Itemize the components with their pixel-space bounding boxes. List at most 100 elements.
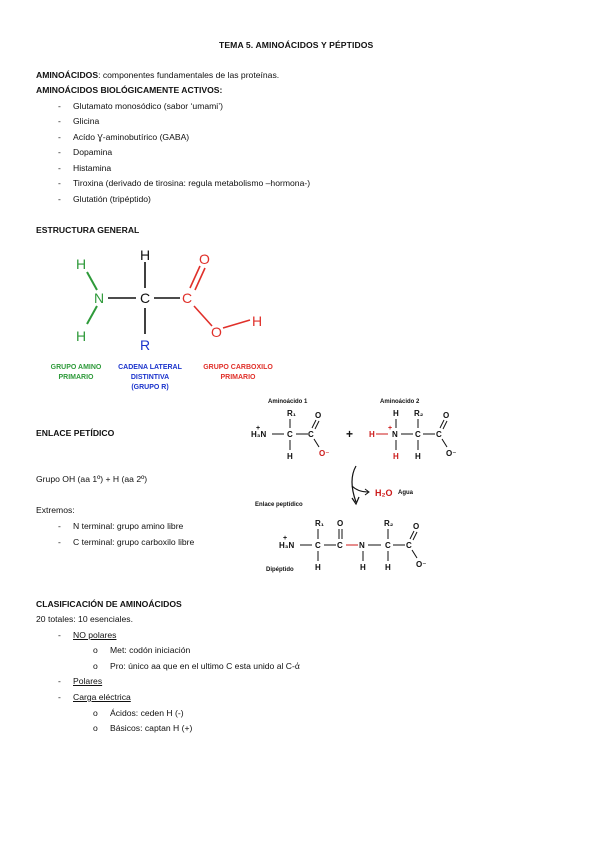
- o-minus: O⁻: [446, 449, 456, 458]
- bullet: o: [93, 723, 98, 733]
- list-dash: -: [58, 163, 61, 173]
- atom-h: H: [360, 563, 366, 572]
- enlace-text: Grupo OH (aa 1º) + H (aa 2º): [36, 474, 148, 484]
- h2o: H₂O: [375, 488, 393, 498]
- label-amino-2: PRIMARIO: [59, 374, 95, 381]
- atom-o: O: [337, 519, 343, 528]
- sub-item: Met: codón iniciación: [110, 645, 191, 655]
- list-dash: -: [58, 194, 61, 204]
- label-amino-1: GRUPO AMINO: [51, 364, 102, 371]
- r1: R₁: [315, 519, 325, 528]
- dipeptido-label: Dipéptido: [266, 567, 294, 573]
- extremos-label: Extremos:: [36, 505, 75, 515]
- list-item-polares: Polares: [73, 676, 103, 686]
- r2: R₂: [384, 519, 394, 528]
- list-item-carga: Carga eléctrica: [73, 692, 131, 702]
- clasif-sub: 20 totales: 10 esenciales.: [36, 614, 133, 624]
- atom-c: C: [385, 541, 391, 550]
- list-dash: -: [58, 537, 61, 547]
- atom-h: H: [252, 313, 262, 329]
- bullet: o: [93, 661, 98, 671]
- list-item: Acído Ɣ-aminobutírico (GABA): [73, 132, 190, 142]
- list-dash: -: [58, 132, 61, 142]
- plus-charge: +: [283, 535, 287, 542]
- list-dash: -: [58, 101, 61, 111]
- list-dash: -: [58, 630, 61, 640]
- page-title: TEMA 5. AMINOÁCIDOS Y PÉPTIDOS: [219, 40, 374, 50]
- label-cadena-1: CADENA LATERAL: [118, 364, 182, 371]
- o-minus: O⁻: [416, 560, 426, 569]
- atom-h: H: [287, 452, 293, 461]
- atom-o: O: [315, 411, 321, 420]
- atom-n: N: [392, 430, 398, 439]
- atom-h: H: [415, 452, 421, 461]
- atom-h: H: [76, 256, 86, 272]
- atom-c-carboxyl: C: [182, 290, 192, 306]
- bullet: o: [93, 645, 98, 655]
- atom-n: N: [359, 541, 365, 550]
- list-dash: -: [58, 116, 61, 126]
- list-item: Glutamato monosódico (sabor ‘umami’): [73, 101, 223, 111]
- atom-c: C: [287, 430, 293, 439]
- r2: R₂: [414, 409, 424, 418]
- sub-item: Básicos: captan H (+): [110, 723, 193, 733]
- r1: R₁: [287, 409, 297, 418]
- h3n: H₃N: [279, 541, 294, 550]
- list-item: Tiroxina (derivado de tirosina: regula m…: [73, 178, 311, 188]
- atom-o: O: [199, 251, 210, 267]
- peptide-bond-diagram: Aminoácido 1 R₁ + H₃N C H C O O⁻ + Amino…: [251, 399, 456, 573]
- definition-line: AMINOÁCIDOS: componentes fundamentales d…: [36, 70, 279, 81]
- plus-charge: +: [388, 425, 392, 432]
- clasif-heading: CLASIFICACIÓN DE AMINOÁCIDOS: [36, 599, 182, 609]
- plus-sign: +: [346, 427, 353, 441]
- atom-h: H: [393, 409, 399, 418]
- atom-o: O: [413, 522, 419, 531]
- agua: Agua: [398, 490, 414, 496]
- o-minus: O⁻: [319, 449, 329, 458]
- label-carboxilo-2: PRIMARIO: [221, 374, 257, 381]
- list-item: Dopamina: [73, 147, 113, 157]
- atom-h-red: H: [369, 430, 375, 439]
- definition-term: AMINOÁCIDOS: [36, 70, 99, 80]
- list-item: N terminal: grupo amino libre: [73, 521, 184, 531]
- sub-item: Pro: único aa que en el ultimo C esta un…: [110, 661, 300, 671]
- list-dash: -: [58, 178, 61, 188]
- label-cadena-2: DISTINTIVA: [131, 374, 169, 381]
- atom-c: C: [308, 430, 314, 439]
- label-cadena-3: (GRUPO R): [131, 384, 168, 391]
- list-dash: -: [58, 521, 61, 531]
- sub-item: Ácidos: ceden H (-): [110, 708, 184, 718]
- definition-text: : componentes fundamentales de las prote…: [98, 70, 280, 80]
- aa2-label: Aminoácido 2: [380, 399, 420, 405]
- list-item: Glicina: [73, 116, 100, 126]
- atom-h: H: [76, 328, 86, 344]
- list-item: C terminal: grupo carboxilo libre: [73, 537, 195, 547]
- plus-charge: +: [256, 425, 260, 432]
- atom-o: O: [443, 411, 449, 420]
- bio-heading: AMINOÁCIDOS BIOLÓGICAMENTE ACTIVOS:: [36, 85, 223, 95]
- atom-c: C: [406, 541, 412, 550]
- atom-c: C: [415, 430, 421, 439]
- atom-c-alpha: C: [140, 290, 150, 306]
- aa1-label: Aminoácido 1: [268, 399, 308, 405]
- atom-h: H: [140, 247, 150, 263]
- atom-r: R: [140, 337, 150, 353]
- atom-o: O: [211, 324, 222, 340]
- list-dash: -: [58, 692, 61, 702]
- atom-c: C: [337, 541, 343, 550]
- h3n: H₃N: [251, 430, 266, 439]
- atom-n: N: [94, 290, 104, 306]
- enlace-heading: ENLACE PETÍDICO: [36, 428, 115, 438]
- atom-c: C: [436, 430, 442, 439]
- amino-acid-structure: H N H H C R C O O H GRUPO AMINO PRIMARIO…: [51, 247, 274, 391]
- list-dash: -: [58, 676, 61, 686]
- list-dash: -: [58, 147, 61, 157]
- enlace-label: Enlace peptídico: [255, 502, 303, 508]
- list-item-no-polares: NO polares: [73, 630, 117, 640]
- list-item: Glutatión (tripéptido): [73, 194, 151, 204]
- bullet: o: [93, 708, 98, 718]
- label-carboxilo-1: GRUPO CARBOXILO: [203, 364, 273, 371]
- struct-heading: ESTRUCTURA GENERAL: [36, 225, 140, 235]
- atom-h: H: [385, 563, 391, 572]
- list-item: Histamina: [73, 163, 112, 173]
